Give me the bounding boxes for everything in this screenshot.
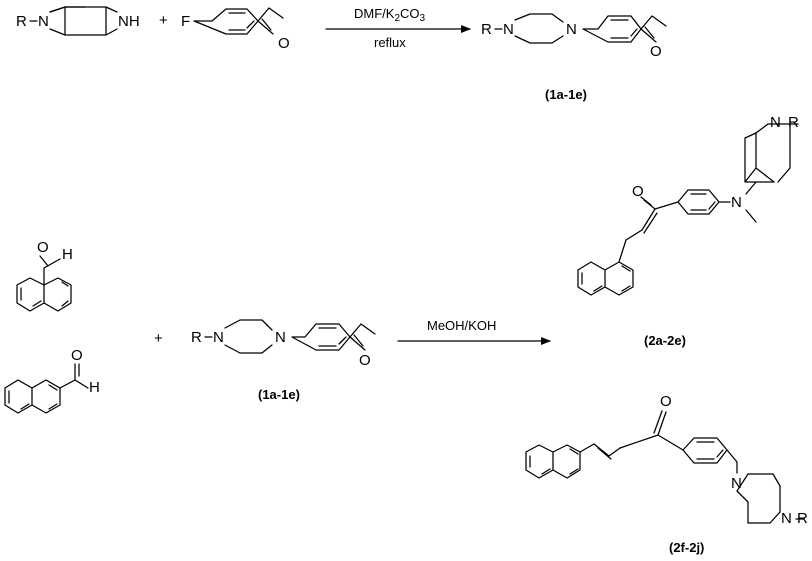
fluoroacetophenone-reactant: F O — [181, 7, 290, 52]
product-2a-2e: O N N R — [577, 114, 799, 296]
aldehyde-hydrogen: H — [62, 246, 73, 263]
nh-group: NH — [118, 13, 140, 30]
r-group-label: R — [797, 510, 808, 527]
r-group-label: R — [788, 114, 799, 131]
nitrogen-atom: N — [770, 114, 781, 131]
nitrogen-atom: N — [731, 475, 742, 492]
carbonyl-oxygen: O — [650, 43, 662, 60]
aldehyde-oxygen: O — [71, 347, 83, 364]
nitrogen-atom: N — [566, 21, 577, 38]
carbonyl-oxygen: O — [359, 352, 371, 369]
r-group-label: R — [481, 21, 492, 38]
ketone-1a-1e: R N N O — [191, 319, 376, 369]
carbonyl-oxygen: O — [660, 393, 672, 410]
nitrogen-atom: N — [38, 13, 49, 30]
compound-label-2f-2j: (2f-2j) — [669, 540, 704, 555]
nitrogen-atom: N — [275, 329, 286, 346]
carbonyl-oxygen: O — [632, 183, 644, 200]
conditions-reflux: reflux — [374, 35, 406, 50]
nitrogen-atom: N — [213, 329, 224, 346]
compound-label-1a-1e: (1a-1e) — [258, 387, 300, 402]
2-naphthaldehyde: O H — [4, 347, 100, 414]
compound-label-2a-2e: (2a-2e) — [644, 333, 686, 348]
conditions-meoh-koh: MeOH/KOH — [427, 318, 496, 333]
1-naphthaldehyde: O H — [16, 239, 73, 312]
r-group-label: R — [191, 329, 202, 346]
nitrogen-atom: N — [781, 510, 792, 527]
fluorine-atom: F — [181, 13, 190, 30]
piperazine-reactant: R N NH — [16, 6, 140, 36]
conditions-dmf-k2co3: DMF/K2CO3 — [354, 6, 426, 24]
plus-sign: + — [154, 330, 163, 347]
r-group-label: R — [16, 13, 27, 30]
carbonyl-oxygen: O — [278, 35, 290, 52]
compound-label-1a-1e: (1a-1e) — [545, 87, 587, 102]
product-1a-1e: R N N O — [481, 13, 667, 60]
aldehyde-hydrogen: H — [89, 379, 100, 396]
aldehyde-oxygen: O — [37, 239, 49, 256]
nitrogen-atom: N — [503, 21, 514, 38]
nitrogen-atom: N — [731, 194, 742, 211]
product-2f-2j: O N N R — [525, 393, 808, 527]
plus-sign: + — [159, 12, 168, 29]
